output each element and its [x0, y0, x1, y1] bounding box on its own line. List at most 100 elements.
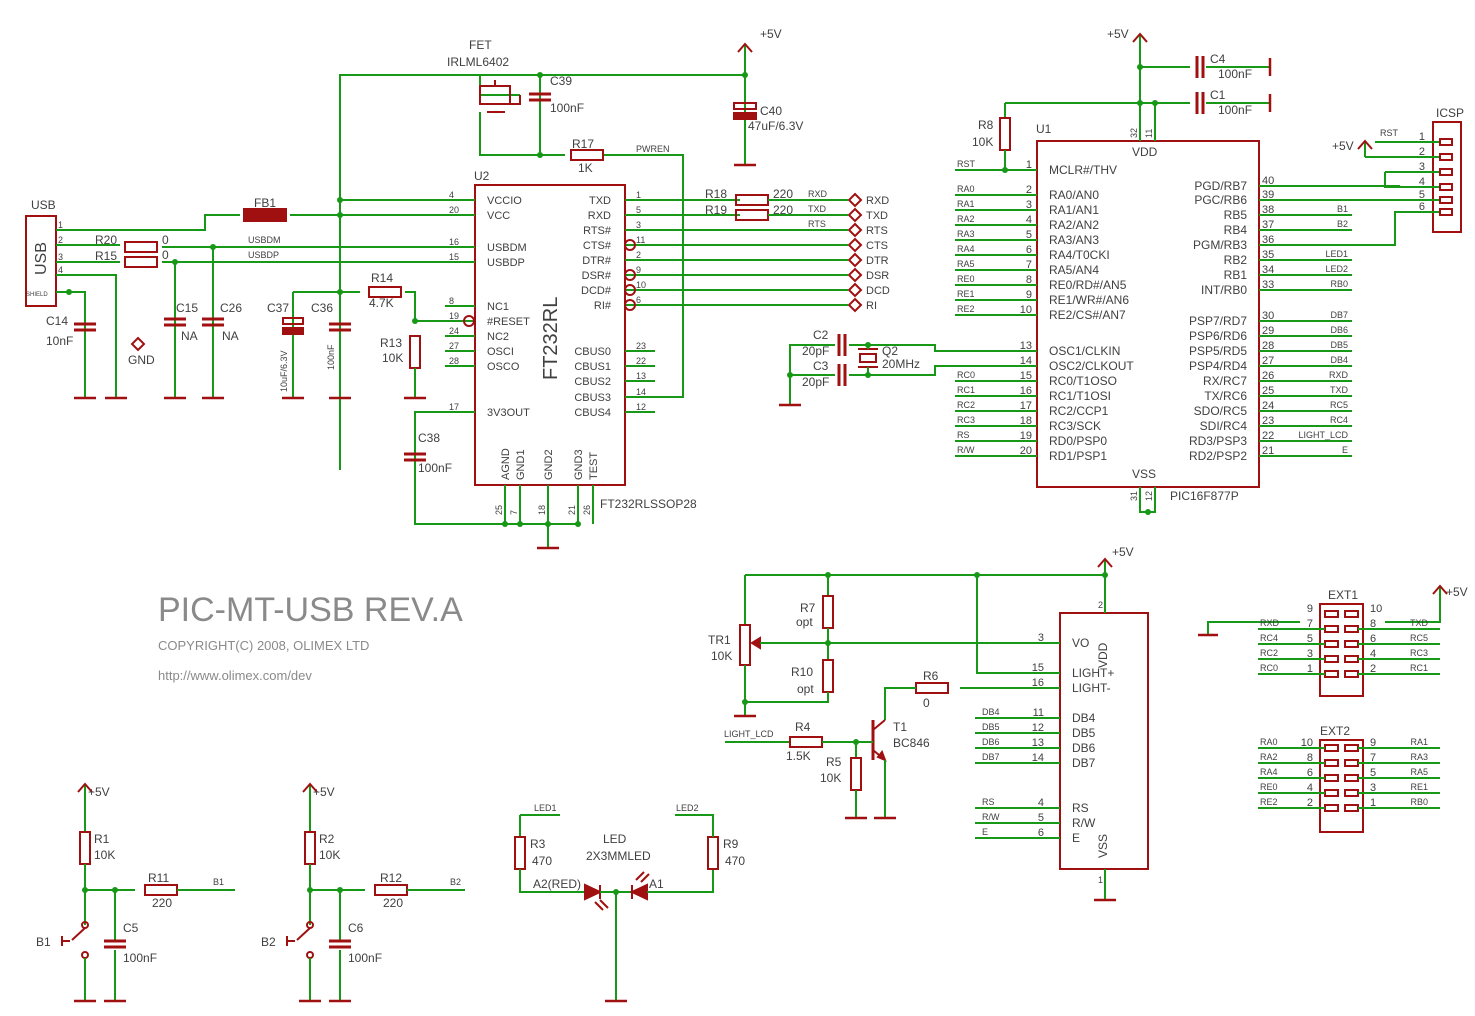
u1-net-label: RC3 [957, 415, 975, 425]
u1-pin-number: 7 [1026, 259, 1032, 271]
port-diamond [847, 207, 863, 223]
u2-pin-name: OSCI [487, 346, 514, 358]
u2-pin-number: 8 [449, 296, 454, 306]
fet-power-section: FET IRLML6402 C39 100nF +5V C40 47uF/6.3… [339, 27, 803, 470]
r15-value: 0 [162, 248, 169, 262]
ext-pin-number: 1 [1307, 663, 1313, 675]
u1-pin-number: 19 [1020, 430, 1032, 442]
u1-pin-name: PSP7/RD7 [1189, 314, 1247, 328]
u2-pin-name: RXD [588, 210, 611, 222]
c3-value: 20pF [802, 375, 829, 389]
r5-value: 10K [820, 771, 841, 785]
vcc-label-b1: +5V [88, 785, 110, 799]
u2-bottom-pin-number: 7 [509, 510, 519, 515]
icsp-pin-number: 4 [1419, 176, 1425, 188]
ext-pin-number: 5 [1307, 633, 1313, 645]
r6-value: 0 [923, 696, 930, 710]
u1-pin-number: 25 [1262, 385, 1274, 397]
port-diamond [847, 237, 863, 253]
lcd-pin-number: 12 [1032, 722, 1044, 734]
c2-value: 20pF [802, 344, 829, 358]
lcd-pin-name: LIGHT- [1072, 681, 1111, 695]
usb-name: USB [31, 198, 56, 212]
ext-pin-number: 3 [1307, 648, 1313, 660]
u1-net-label: RC1 [957, 385, 975, 395]
u1-net-label: RE2 [957, 304, 975, 314]
icsp-rst: RST [1380, 128, 1399, 138]
serial-port-label: DCD [866, 285, 890, 297]
r4-name: R4 [795, 720, 811, 734]
u1-net-label: TXD [1330, 385, 1349, 395]
net-rts-out: RTS [808, 219, 826, 229]
c39-name: C39 [550, 74, 572, 88]
lcd-pin-number: 14 [1032, 752, 1044, 764]
u1-pin-number: 37 [1262, 219, 1274, 231]
u1-pin-name: RA1/AN1 [1049, 203, 1099, 217]
lcd-pin-number: 16 [1032, 677, 1044, 689]
u2-pin-name: NC2 [487, 331, 509, 343]
u1-pin-number: 26 [1262, 370, 1274, 382]
u1-net-label: RA1 [957, 199, 975, 209]
icsp-name: ICSP [1436, 106, 1464, 120]
u2-bottom-pin-name: GND2 [543, 449, 555, 480]
u1-pin-name: RA2/AN2 [1049, 218, 1099, 232]
u1-pin-number: 35 [1262, 249, 1274, 261]
lcd-pin-number: 6 [1038, 827, 1044, 839]
u1-pin-name: RE1/WR#/AN6 [1049, 293, 1129, 307]
ext-net-label: RC3 [1410, 648, 1428, 658]
u2-pin-name: TXD [589, 195, 611, 207]
u2-pin-number: 27 [449, 341, 459, 351]
lcd-pin-number: 11 [1033, 707, 1044, 719]
vcc-label-icsp: +5V [1332, 139, 1354, 153]
r20-name: R20 [95, 233, 117, 247]
u1-pin-name: PSP6/RD6 [1189, 329, 1247, 343]
u1-pin32: 32 [1129, 128, 1139, 138]
serial-port-label: CTS [866, 240, 888, 252]
r10-value: opt [797, 682, 814, 696]
u1-net-label: R/W [957, 445, 975, 455]
u1-net-label: B1 [1337, 204, 1348, 214]
usb-pin-number: 2 [58, 235, 63, 245]
u2-pin-number: 14 [636, 387, 646, 397]
u1-pin-name: RA0/AN0 [1049, 188, 1099, 202]
u1-pin-name: RD2/PSP2 [1189, 449, 1247, 463]
u2-pin-name: VCCIO [487, 195, 522, 207]
ext-pin-number: 3 [1370, 782, 1376, 794]
fet-name: FET [469, 38, 492, 52]
r3-value: 470 [532, 854, 552, 868]
u1-net-label: B2 [1337, 219, 1348, 229]
lcd-net-label: DB6 [982, 737, 1000, 747]
u1-pin-name: RC0/T1OSO [1049, 374, 1117, 388]
tr1-name: TR1 [708, 633, 731, 647]
q2-value: 20MHz [882, 357, 920, 371]
r19-value: 220 [773, 203, 793, 217]
ext-pin-number: 7 [1370, 752, 1376, 764]
website-url: http://www.olimex.com/dev [158, 668, 312, 683]
lcd-pin-name: DB7 [1072, 756, 1096, 770]
r19-name: R19 [705, 203, 727, 217]
u2-pin-name: USBDM [487, 242, 527, 254]
u2-pin-name: #RESET [487, 316, 530, 328]
icsp-pin-number: 3 [1419, 161, 1425, 173]
usbdp-label: USBDP [248, 250, 279, 260]
u2-name: U2 [474, 169, 490, 183]
u1-net-label: LED1 [1325, 249, 1348, 259]
lcd-net-label: DB5 [982, 722, 1000, 732]
ext-net-label: RA1 [1410, 737, 1428, 747]
u2-pin-number: 11 [636, 235, 645, 245]
lcd-pin-number: 4 [1038, 797, 1044, 809]
u1-net-label: RS [957, 430, 970, 440]
r11-name: R11 [148, 871, 169, 885]
u2-pin-number: 4 [449, 190, 454, 200]
b1-name: B1 [36, 935, 51, 949]
u1-pin-name: OSC2/CLKOUT [1049, 359, 1134, 373]
ext-net-label: RA0 [1260, 737, 1278, 747]
u2-pin-number: 2 [636, 250, 641, 260]
lcd-pin1: 1 [1098, 875, 1103, 885]
ext-pin-number: 7 [1307, 618, 1313, 630]
